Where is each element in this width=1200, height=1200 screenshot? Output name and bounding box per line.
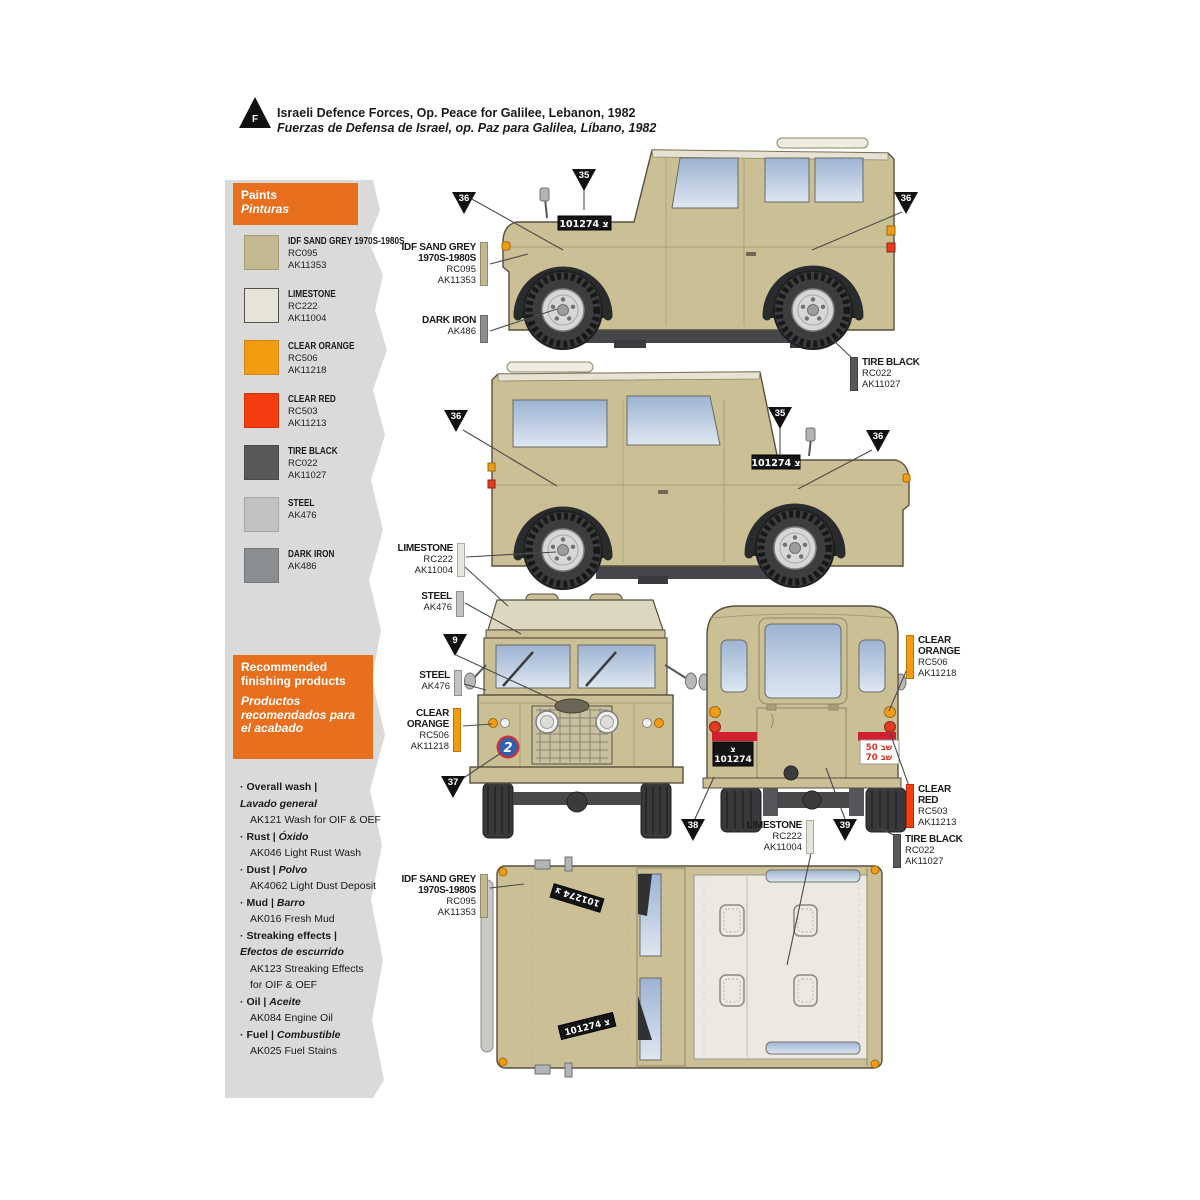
paints-title-es: Pinturas [241, 201, 290, 216]
paint-name: TIRE BLACK [288, 446, 338, 457]
finishing-list: ·Overall wash | Lavado general AK121 Was… [240, 779, 400, 1060]
list-item: ·Oil | Aceite AK084 Engine Oil [240, 995, 333, 1025]
paint-codes: RC022 AK11027 [288, 458, 327, 481]
paint-name: DARK IRON [288, 549, 335, 560]
list-item: ·Overall wash | Lavado general AK121 Was… [240, 781, 381, 826]
rear-plate-prefix: צ [730, 745, 735, 754]
vehicle-front: 2 [464, 593, 697, 839]
paint-codes: RC506 AK11218 [288, 353, 327, 376]
license-plate: 101274 צ [751, 458, 800, 469]
paint-item: TIRE BLACK RC022 AK11027 [244, 445, 349, 481]
paint-item: CLEAR ORANGE RC506 AK11218 [244, 340, 369, 376]
list-item: ·Fuel | Combustible AK025 Fuel Stains [240, 1028, 341, 1058]
paint-item: IDF SAND GREY 1970S-1980S RC095 AK11353 [244, 235, 430, 271]
rear-plate-red-bottom: 70 שב [866, 753, 893, 763]
rear-plate-red-top: 50 שב [866, 743, 893, 753]
license-plate: 101274 צ [559, 219, 608, 230]
paint-item: CLEAR RED RC503 AK11213 [244, 393, 346, 429]
finishing-header: Recommended finishing products Productos… [233, 655, 373, 759]
vehicle-rear: צ 101274 50 שב 70 שב [698, 605, 907, 833]
vehicle-side-right: 101274 צ [487, 361, 911, 595]
paint-name: CLEAR ORANGE [288, 341, 355, 352]
paint-codes: AK476 [288, 510, 317, 521]
paint-codes: RC503 AK11213 [288, 406, 327, 429]
paint-codes: RC222 AK11004 [288, 301, 327, 324]
list-item: ·Mud | Barro AK016 Fresh Mud [240, 896, 335, 926]
sidebar-background [225, 180, 387, 1098]
paint-name: LIMESTONE [288, 289, 336, 300]
rear-plate-number: 101274 [714, 755, 752, 765]
paints-title: Paints [241, 188, 278, 202]
vehicle-side-left: 101274 צ [501, 137, 896, 371]
finishing-title-es: Productos recomendados para el acabado [241, 694, 356, 735]
list-item: ·Rust | Óxido AK046 Light Rust Wash [240, 830, 362, 860]
page-subtitle: Fuerzas de Defensa de Israel, op. Paz pa… [277, 121, 657, 135]
paint-swatch [244, 497, 279, 532]
unit-badge: 2 [503, 741, 512, 756]
paint-name: IDF SAND GREY 1970S-1980S [288, 236, 405, 247]
paint-item: LIMESTONE RC222 AK11004 [244, 288, 346, 324]
list-item: ·Dust | Polvo AK4062 Light Dust Deposit [240, 863, 377, 893]
finishing-title: Recommended finishing products [241, 660, 346, 688]
paint-name: STEEL [288, 498, 315, 509]
page-title: Israeli Defence Forces, Op. Peace for Ga… [277, 106, 636, 120]
paint-codes: AK486 [288, 561, 317, 572]
paint-swatch [244, 445, 279, 480]
paint-item: DARK IRON AK486 [244, 548, 345, 583]
paint-item: STEEL AK476 [244, 497, 320, 532]
paint-swatch [244, 548, 279, 583]
paint-name: CLEAR RED [288, 394, 336, 405]
list-item: ·Streaking effects | Efectos de escurrid… [240, 929, 364, 992]
paints-header: Paints Pinturas [233, 183, 358, 225]
vehicle-top: 101274 צ 101274 צ [480, 856, 883, 1078]
paint-swatch [244, 393, 279, 428]
paint-swatch [244, 235, 279, 270]
paint-swatch [244, 288, 279, 323]
paint-codes: RC095 AK11353 [288, 248, 327, 271]
paint-swatch [244, 340, 279, 375]
